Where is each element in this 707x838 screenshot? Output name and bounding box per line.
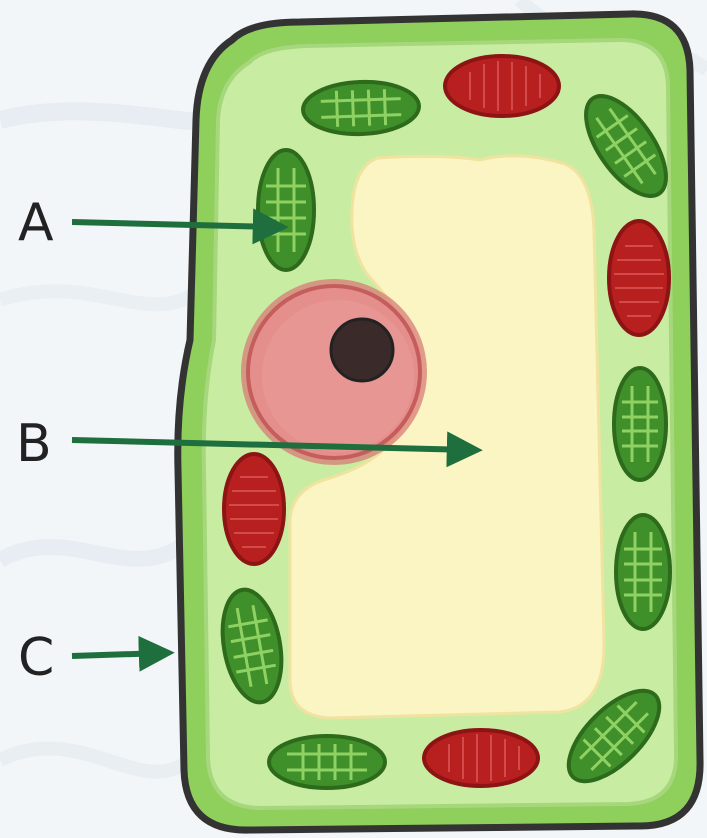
arrow-c <box>72 653 164 656</box>
label-a: A <box>18 197 54 249</box>
red-organelle <box>424 730 538 786</box>
chloroplast <box>258 150 314 270</box>
chloroplast <box>269 736 385 788</box>
red-organelle <box>445 56 559 116</box>
label-c: C <box>18 632 54 684</box>
red-organelle <box>224 454 284 564</box>
chloroplast <box>614 368 666 480</box>
nucleolus <box>331 319 393 381</box>
nucleus <box>241 279 427 465</box>
label-b: B <box>16 418 52 470</box>
chloroplast <box>616 515 670 629</box>
red-organelle <box>609 221 669 335</box>
